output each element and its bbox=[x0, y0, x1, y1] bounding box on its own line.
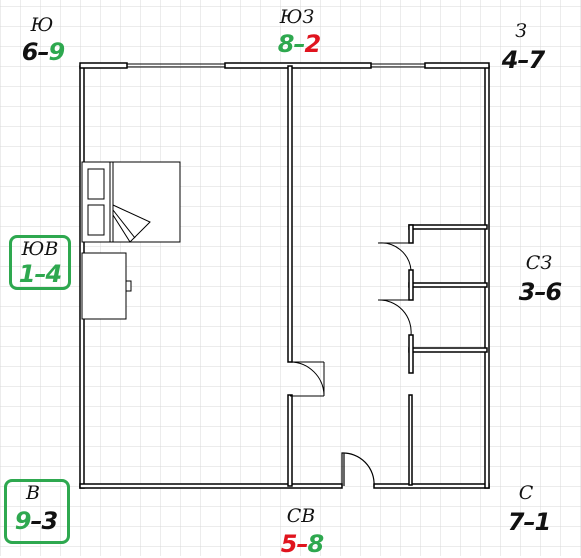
room-wall-1v bbox=[408, 224, 414, 244]
pillow-2 bbox=[87, 204, 105, 236]
numbers-yuv: 1–4 bbox=[18, 260, 63, 288]
door-room-1 bbox=[377, 242, 412, 271]
s-a: 7 bbox=[507, 508, 525, 536]
label-yuz: ЮЗ bbox=[279, 6, 315, 28]
room-wall-3v bbox=[408, 334, 414, 374]
partition-upper bbox=[287, 65, 293, 363]
sz-b: 6 bbox=[545, 278, 563, 306]
door-entrance bbox=[341, 452, 375, 487]
room-wall-2 bbox=[408, 282, 488, 288]
numbers-yuz: 8–2 bbox=[277, 30, 322, 58]
z-a: 4 bbox=[501, 46, 519, 74]
room-wall-3 bbox=[408, 347, 488, 353]
yu-a: 6 bbox=[21, 38, 39, 66]
top-windows bbox=[127, 63, 425, 68]
bed bbox=[81, 161, 181, 243]
label-yuv: ЮВ bbox=[21, 238, 59, 260]
v-a: 9 bbox=[14, 507, 32, 535]
partition-lower bbox=[287, 394, 293, 487]
desk-top bbox=[81, 252, 127, 320]
pillow-1 bbox=[87, 168, 105, 200]
numbers-yu: 6–9 bbox=[21, 38, 66, 66]
label-yu: Ю bbox=[30, 14, 54, 36]
numbers-s: 7–1 bbox=[507, 508, 552, 536]
door-room-2 bbox=[377, 299, 412, 336]
label-z: З bbox=[515, 20, 527, 42]
label-s: С bbox=[518, 482, 534, 504]
desk-handle bbox=[125, 280, 132, 292]
label-sv: СВ bbox=[286, 505, 316, 527]
v-b: 3 bbox=[41, 507, 59, 535]
small-rooms bbox=[408, 224, 488, 486]
numbers-sv: 5–8 bbox=[280, 530, 325, 558]
wall-right bbox=[484, 65, 490, 489]
sv-a: 5 bbox=[280, 530, 298, 558]
label-v: В bbox=[26, 482, 40, 504]
wall-bottom-right bbox=[373, 483, 490, 489]
door-center-leaf bbox=[290, 362, 325, 397]
sv-b: 8 bbox=[307, 530, 325, 558]
wall-top-1 bbox=[79, 62, 128, 69]
wall-bottom-left bbox=[79, 483, 343, 489]
desk bbox=[81, 252, 132, 320]
numbers-z: 4–7 bbox=[501, 46, 546, 74]
wall-top-2 bbox=[224, 62, 372, 69]
highlight-yuv bbox=[9, 235, 71, 290]
highlight-v bbox=[4, 479, 70, 544]
wall-top-3 bbox=[424, 62, 490, 69]
label-sz: СЗ bbox=[525, 252, 553, 274]
sz-a: 3 bbox=[518, 278, 536, 306]
central-partition bbox=[287, 65, 293, 487]
s-b: 1 bbox=[534, 508, 552, 536]
numbers-sz: 3–6 bbox=[518, 278, 563, 306]
z-b: 7 bbox=[528, 46, 546, 74]
room-wall-3v-lower bbox=[408, 394, 413, 486]
blanket-fold bbox=[112, 204, 151, 243]
door-center bbox=[289, 361, 325, 397]
numbers-v: 9–3 bbox=[14, 507, 59, 535]
yu-b: 9 bbox=[48, 38, 66, 66]
yuz-b: 2 bbox=[304, 30, 322, 58]
yuv-a: 1 bbox=[18, 260, 36, 288]
room-wall-2v bbox=[408, 269, 414, 301]
yuz-a: 8 bbox=[277, 30, 295, 58]
yuv-b: 4 bbox=[45, 260, 63, 288]
room-wall-1 bbox=[408, 224, 488, 230]
